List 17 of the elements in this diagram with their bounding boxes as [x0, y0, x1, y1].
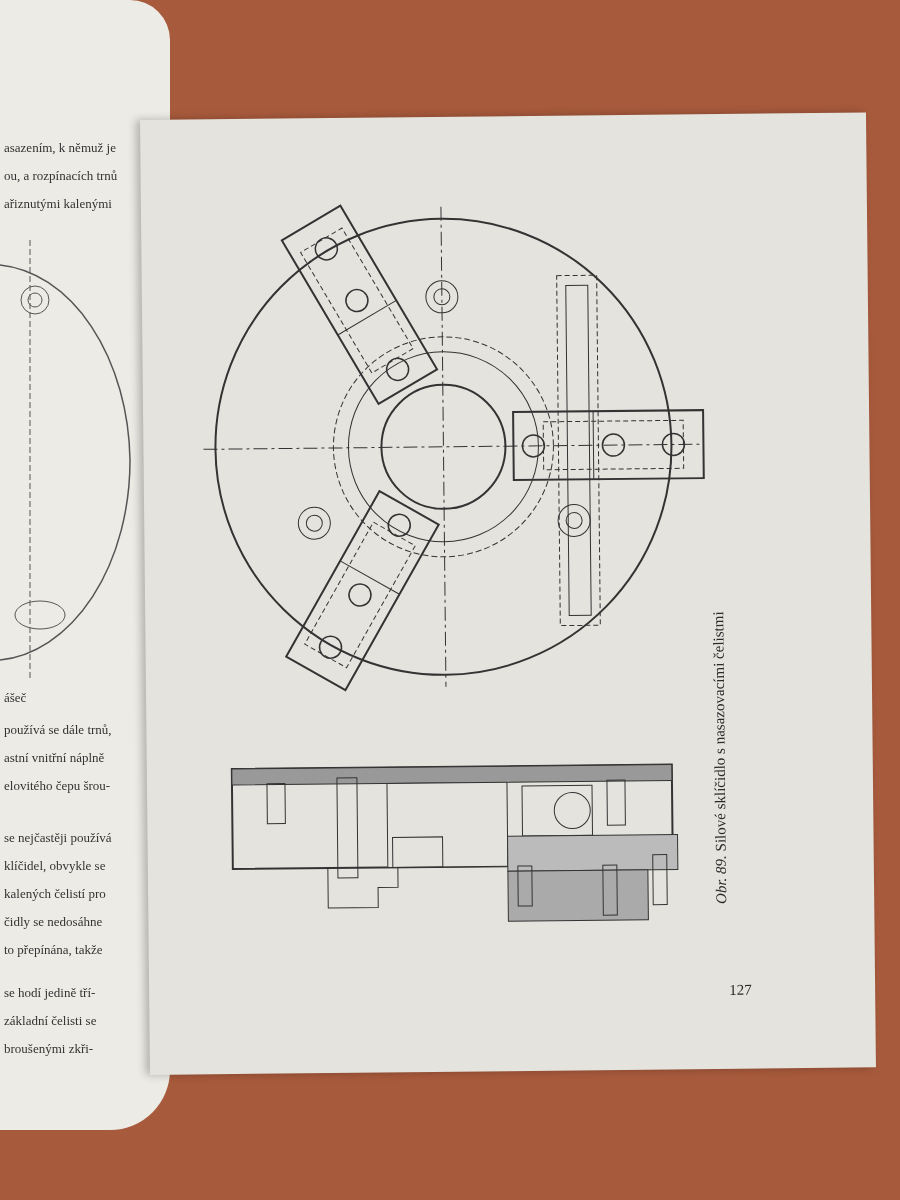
text-fragment: broušenými zkři- [4, 1041, 94, 1057]
text-fragment: klíčidel, obvykle se [4, 858, 106, 874]
text-fragment: používá se dále trnů, [4, 722, 112, 738]
text-fragment: elovitého čepu šrou- [4, 778, 111, 794]
text-fragment: ášeč [4, 690, 27, 706]
text-fragment: astní vnitřní náplně [4, 750, 105, 766]
text-fragment: ou, a rozpínacích trnů [4, 168, 118, 184]
text-fragment: se nejčastěji používá [4, 830, 112, 846]
text-fragment: to přepínána, takže [4, 942, 103, 958]
text-fragment: se hodí jedině tří- [4, 985, 96, 1001]
text-fragment: kalených čelistí pro [4, 886, 106, 902]
text-fragment: ařiznutými kalenými [4, 196, 112, 212]
text-fragment: základní čelisti se [4, 1013, 97, 1029]
text-fragment: čidly se nedosáhne [4, 914, 103, 930]
text-fragment: asazením, k němuž je [4, 140, 116, 156]
page-number: 127 [729, 981, 752, 999]
figure-caption: Obr. 89. Silové sklíčidlo s nasazovacími čelistmi [709, 610, 731, 905]
